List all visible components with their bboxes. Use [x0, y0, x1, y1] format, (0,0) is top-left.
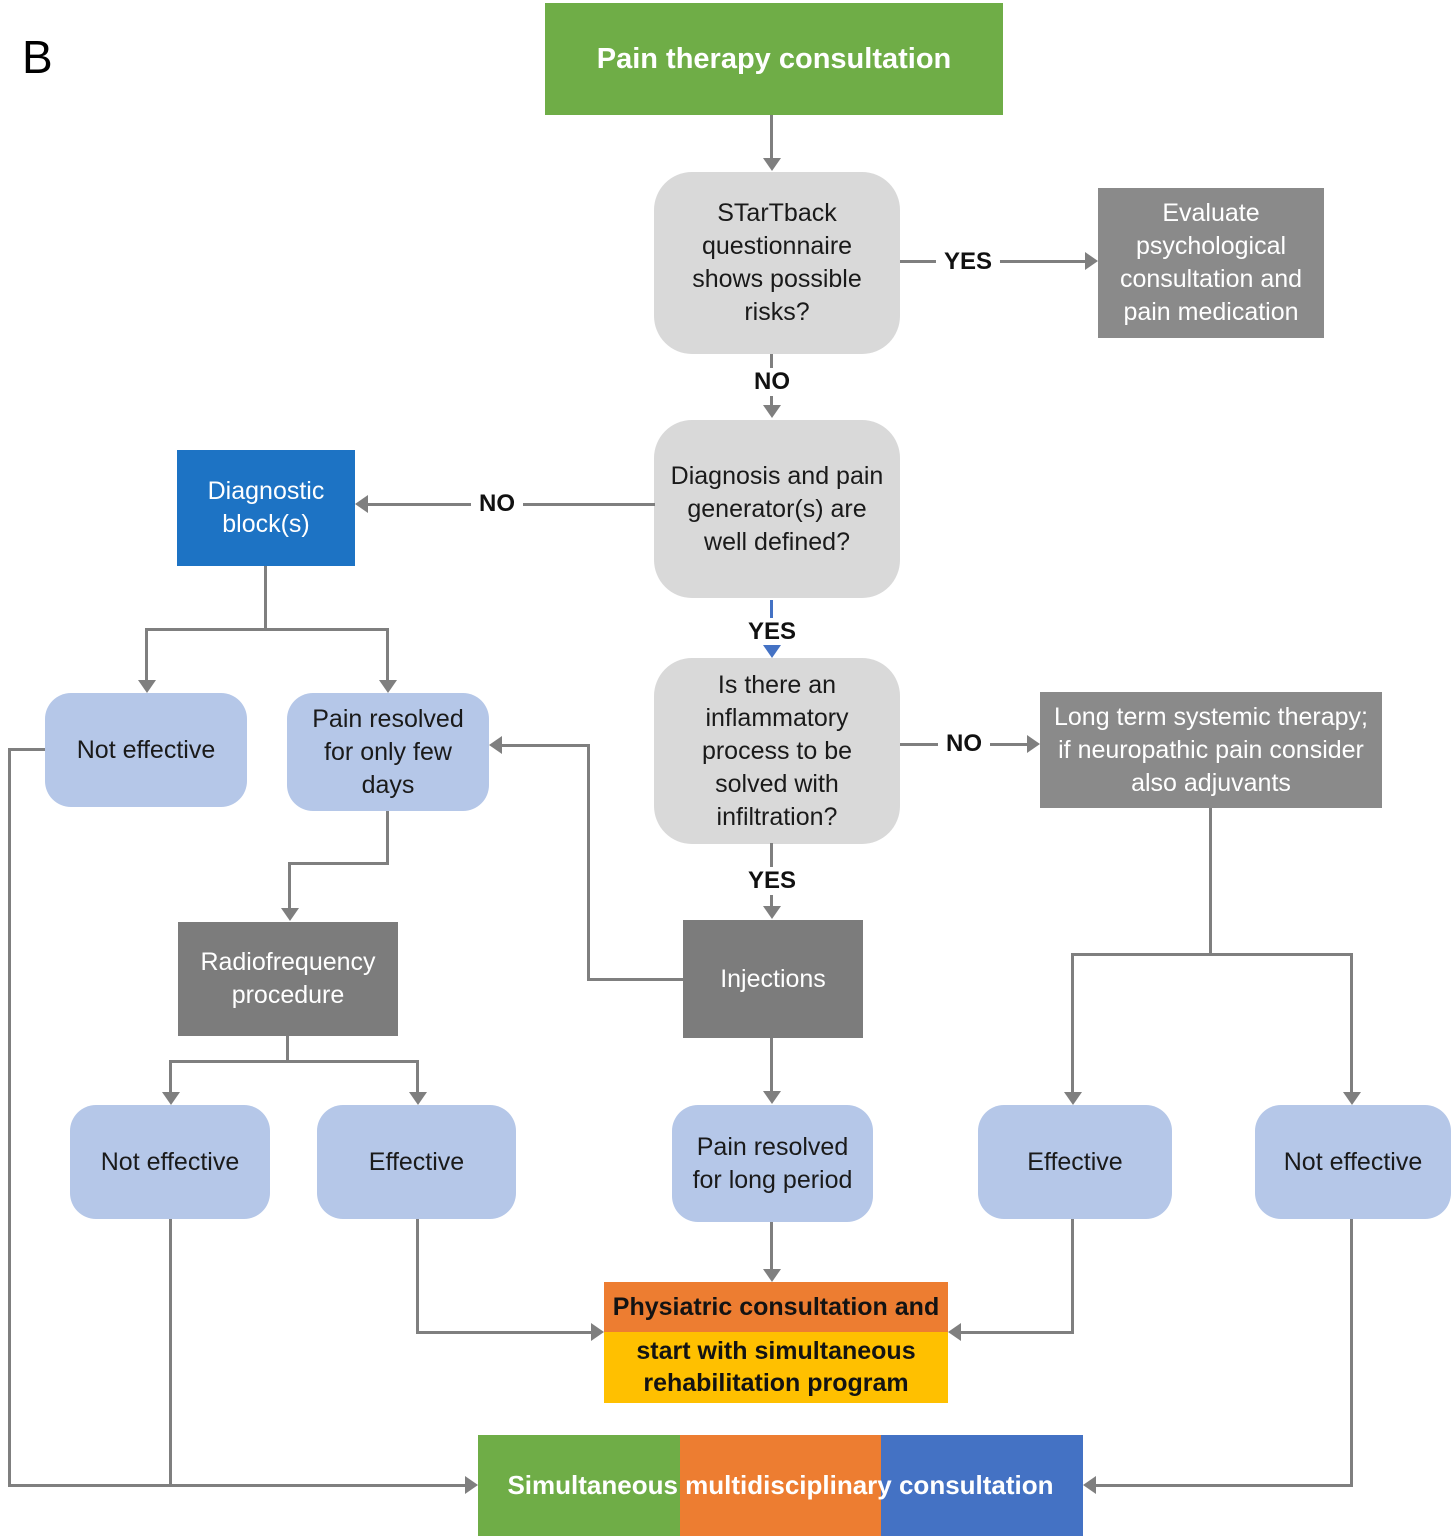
- edge-noteffectivelt-final-seg2: [1096, 1484, 1353, 1487]
- edge-injections-painlong-line: [770, 1038, 773, 1092]
- edge-label-yes-risks: YES: [935, 248, 1001, 276]
- edge-block-fewdays-line: [386, 628, 389, 682]
- edge-injections-fewdays-seg3: [501, 744, 587, 747]
- edge-label-no-defined: NO: [471, 490, 523, 518]
- node-effective-lt: Effective: [978, 1105, 1172, 1219]
- figure-label: B: [22, 31, 53, 83]
- edge-fewdays-radiofrequency-seg3: [288, 862, 291, 910]
- edge-startback-evaluate-arrowhead: [1085, 252, 1098, 270]
- node-physiatric-rehabilitation: Physiatric consultation and start with s…: [604, 1282, 948, 1403]
- edge-start-startback-arrowhead: [763, 158, 781, 171]
- node-diagnosis-defined: Diagnosis and pain generator(s) are well…: [654, 420, 900, 598]
- node-effective-rf: Effective: [317, 1105, 516, 1219]
- edge-start-startback-line: [770, 115, 773, 160]
- edge-rf-noteffective-line: [169, 1060, 172, 1093]
- node-pain-resolved-long-period: Pain resolved for long period: [672, 1105, 873, 1222]
- node-long-term-therapy: Long term systemic therapy; if neuropath…: [1040, 692, 1382, 808]
- node-multidisciplinary-label: Simultaneous multidisciplinary consultat…: [507, 1470, 1054, 1500]
- node-multidisciplinary-bar: [478, 1435, 1084, 1536]
- edge-fewdays-radiofrequency-seg1: [386, 811, 389, 865]
- edge-effectiverf-physiatric-seg1: [416, 1219, 419, 1333]
- edge-injections-fewdays-seg2: [587, 744, 590, 981]
- edge-noteffectivelt-final-arrowhead: [1083, 1476, 1096, 1494]
- finalbar-blue-segment: [881, 1435, 1084, 1536]
- physiatric-yellow-band: start with simultaneous rehabilitation p…: [604, 1332, 948, 1403]
- edge-label-no-inflammation: NO: [938, 730, 990, 758]
- edge-inflammatory-injections-arrowhead: [763, 906, 781, 919]
- edge-longterm-split-stem: [1209, 808, 1212, 955]
- edge-fewdays-radiofrequency-arrowhead: [281, 908, 299, 921]
- edge-startback-diagnosis-arrowhead: [763, 405, 781, 418]
- edge-injections-fewdays-arrowhead: [489, 736, 502, 754]
- edge-injections-fewdays-seg1: [587, 978, 683, 981]
- edge-diagnosis-inflammatory-arrowhead: [763, 645, 781, 658]
- edge-label-no-risks: NO: [746, 368, 798, 396]
- edge-effectiverf-physiatric-seg2: [416, 1331, 592, 1334]
- edge-fewdays-radiofrequency-seg2: [288, 862, 389, 865]
- edge-painlong-physiatric-line: [770, 1222, 773, 1270]
- finalbar-green-segment: [478, 1435, 680, 1536]
- edge-rf-split-stem: [286, 1036, 289, 1062]
- edge-rf-effective-line: [416, 1060, 419, 1093]
- edge-longterm-effective-arrowhead: [1064, 1092, 1082, 1105]
- edge-noteffective-final-seg1: [8, 748, 45, 751]
- node-pain-resolved-few-days: Pain resolved for only few days: [287, 693, 489, 811]
- node-not-effective-lt: Not effective: [1255, 1105, 1451, 1219]
- edge-diagnosis-block-arrowhead: [355, 495, 368, 513]
- edge-noteffective-final-arrowhead: [465, 1476, 478, 1494]
- edge-longterm-noteffective-arrowhead: [1343, 1092, 1361, 1105]
- node-diagnostic-block: Diagnostic block(s): [177, 450, 355, 566]
- edge-block-split-stem: [264, 566, 267, 628]
- node-radiofrequency: Radiofrequency procedure: [178, 922, 398, 1036]
- edge-noteffectiverf-final-line: [169, 1219, 172, 1486]
- edge-rf-effective-arrowhead: [409, 1092, 427, 1105]
- edge-longterm-noteffective-line: [1350, 953, 1353, 1093]
- edge-rf-noteffective-arrowhead: [162, 1092, 180, 1105]
- edge-effectivelt-physiatric-seg2: [961, 1331, 1074, 1334]
- edge-effectivelt-physiatric-seg1: [1071, 1219, 1074, 1333]
- node-not-effective-block: Not effective: [45, 693, 247, 807]
- node-pain-therapy-consultation: Pain therapy consultation: [545, 3, 1003, 115]
- edge-label-yes-inflammation: YES: [739, 867, 805, 895]
- node-injections: Injections: [683, 920, 863, 1038]
- edge-rf-split-cross: [169, 1060, 419, 1063]
- edge-inflammatory-longterm-arrowhead: [1027, 735, 1040, 753]
- edge-noteffective-final-seg2: [8, 748, 11, 1486]
- edge-noteffectivelt-final-seg1: [1350, 1219, 1353, 1486]
- edge-label-yes-defined: YES: [739, 618, 805, 646]
- edge-noteffective-final-seg3: [8, 1484, 466, 1487]
- finalbar-orange-segment: [679, 1435, 882, 1536]
- node-inflammatory-process: Is there an inflammatory process to be s…: [654, 658, 900, 844]
- edge-longterm-effective-line: [1071, 953, 1074, 1093]
- edge-effectivelt-physiatric-arrowhead: [948, 1323, 961, 1341]
- node-evaluate-psychological: Evaluate psychological consultation and …: [1098, 188, 1324, 338]
- edge-longterm-split-cross: [1071, 953, 1353, 956]
- edge-block-split-cross: [145, 628, 389, 631]
- node-startback-questionnaire: STarTback questionnaire shows possible r…: [654, 172, 900, 354]
- node-not-effective-rf: Not effective: [70, 1105, 270, 1219]
- edge-block-noteffective-arrowhead: [138, 680, 156, 693]
- edge-effectiverf-physiatric-arrowhead: [591, 1323, 604, 1341]
- edge-painlong-physiatric-arrowhead: [763, 1269, 781, 1282]
- edge-injections-painlong-arrowhead: [763, 1091, 781, 1104]
- edge-block-fewdays-arrowhead: [379, 680, 397, 693]
- edge-block-noteffective-line: [145, 628, 148, 682]
- physiatric-orange-band: Physiatric consultation and: [604, 1282, 948, 1332]
